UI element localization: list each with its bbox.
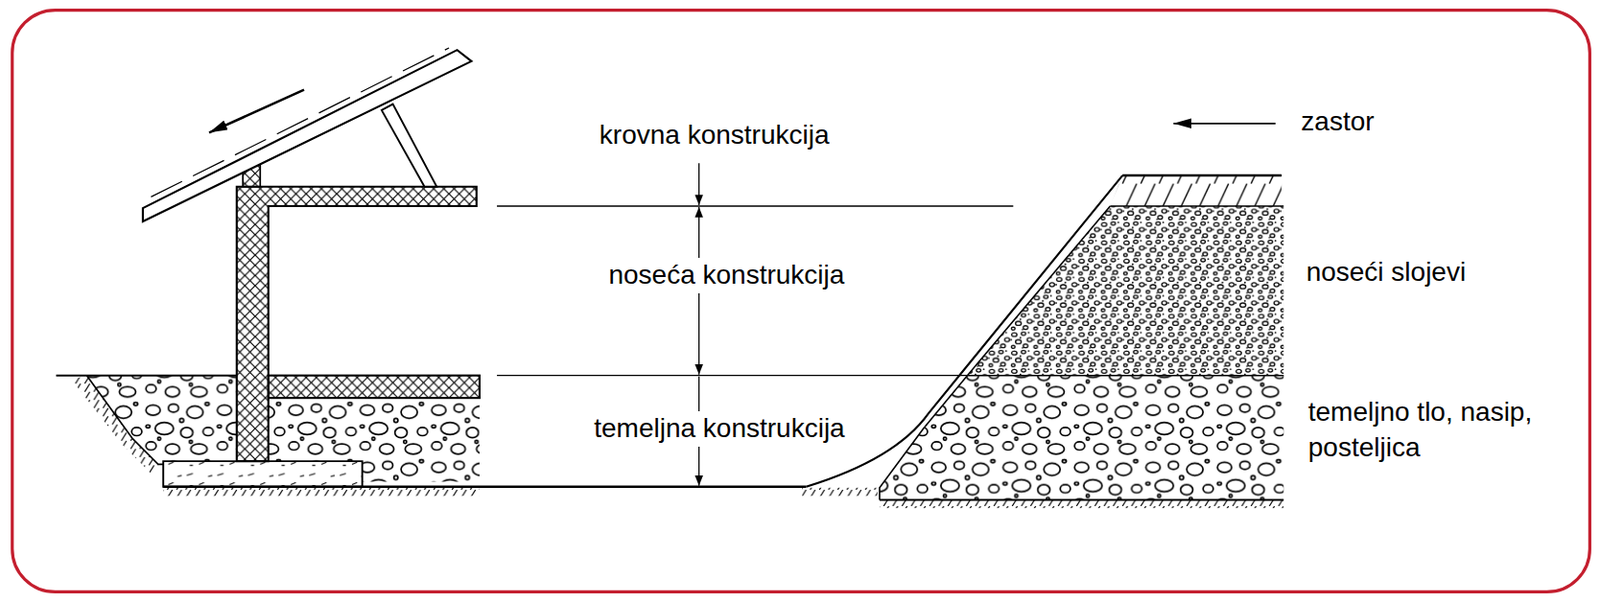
- layer-label: noseća konstrukcija: [605, 258, 848, 294]
- fill-edge: [879, 376, 967, 501]
- earth-hatch: [801, 488, 878, 497]
- level-line: [496, 375, 967, 377]
- layer-line: [966, 375, 1284, 377]
- footing: [163, 461, 362, 488]
- pointer-arrow: [1173, 122, 1275, 125]
- lower-fill: [879, 376, 1284, 501]
- layer-label: noseći slojevi: [1303, 255, 1470, 291]
- slope-arrow: [209, 90, 305, 134]
- level-line: [496, 205, 1013, 207]
- layer-edge: [966, 206, 1110, 377]
- earth-hatch: [879, 500, 1284, 510]
- floor-slab: [268, 376, 480, 399]
- building-section: [56, 47, 480, 496]
- frame-border: [12, 10, 1591, 593]
- roof-strut: [381, 104, 437, 188]
- earth-hatch: [163, 488, 480, 497]
- roof-covering: [150, 47, 449, 197]
- ground-line: [56, 375, 237, 377]
- layer-label: temeljna konstrukcija: [590, 411, 848, 448]
- layer-label: krovna konstrukcija: [596, 117, 833, 154]
- ground-line: [163, 485, 806, 489]
- excavation-edge: [86, 376, 164, 466]
- ground-line: [879, 499, 1284, 502]
- pavement-top: [1122, 174, 1282, 178]
- wall-and-beam: [236, 187, 477, 462]
- dimension-arrow: [698, 163, 700, 206]
- layer-label: zastor: [1297, 104, 1377, 141]
- embankment-section: [801, 123, 1284, 509]
- base-layers: [966, 206, 1284, 377]
- pavement: [1109, 175, 1282, 207]
- slope-line: [805, 175, 1123, 488]
- roof-board: [142, 49, 472, 222]
- layer-label: temeljno tlo, nasip, posteljica: [1305, 395, 1571, 467]
- earth-hatch: [70, 376, 161, 474]
